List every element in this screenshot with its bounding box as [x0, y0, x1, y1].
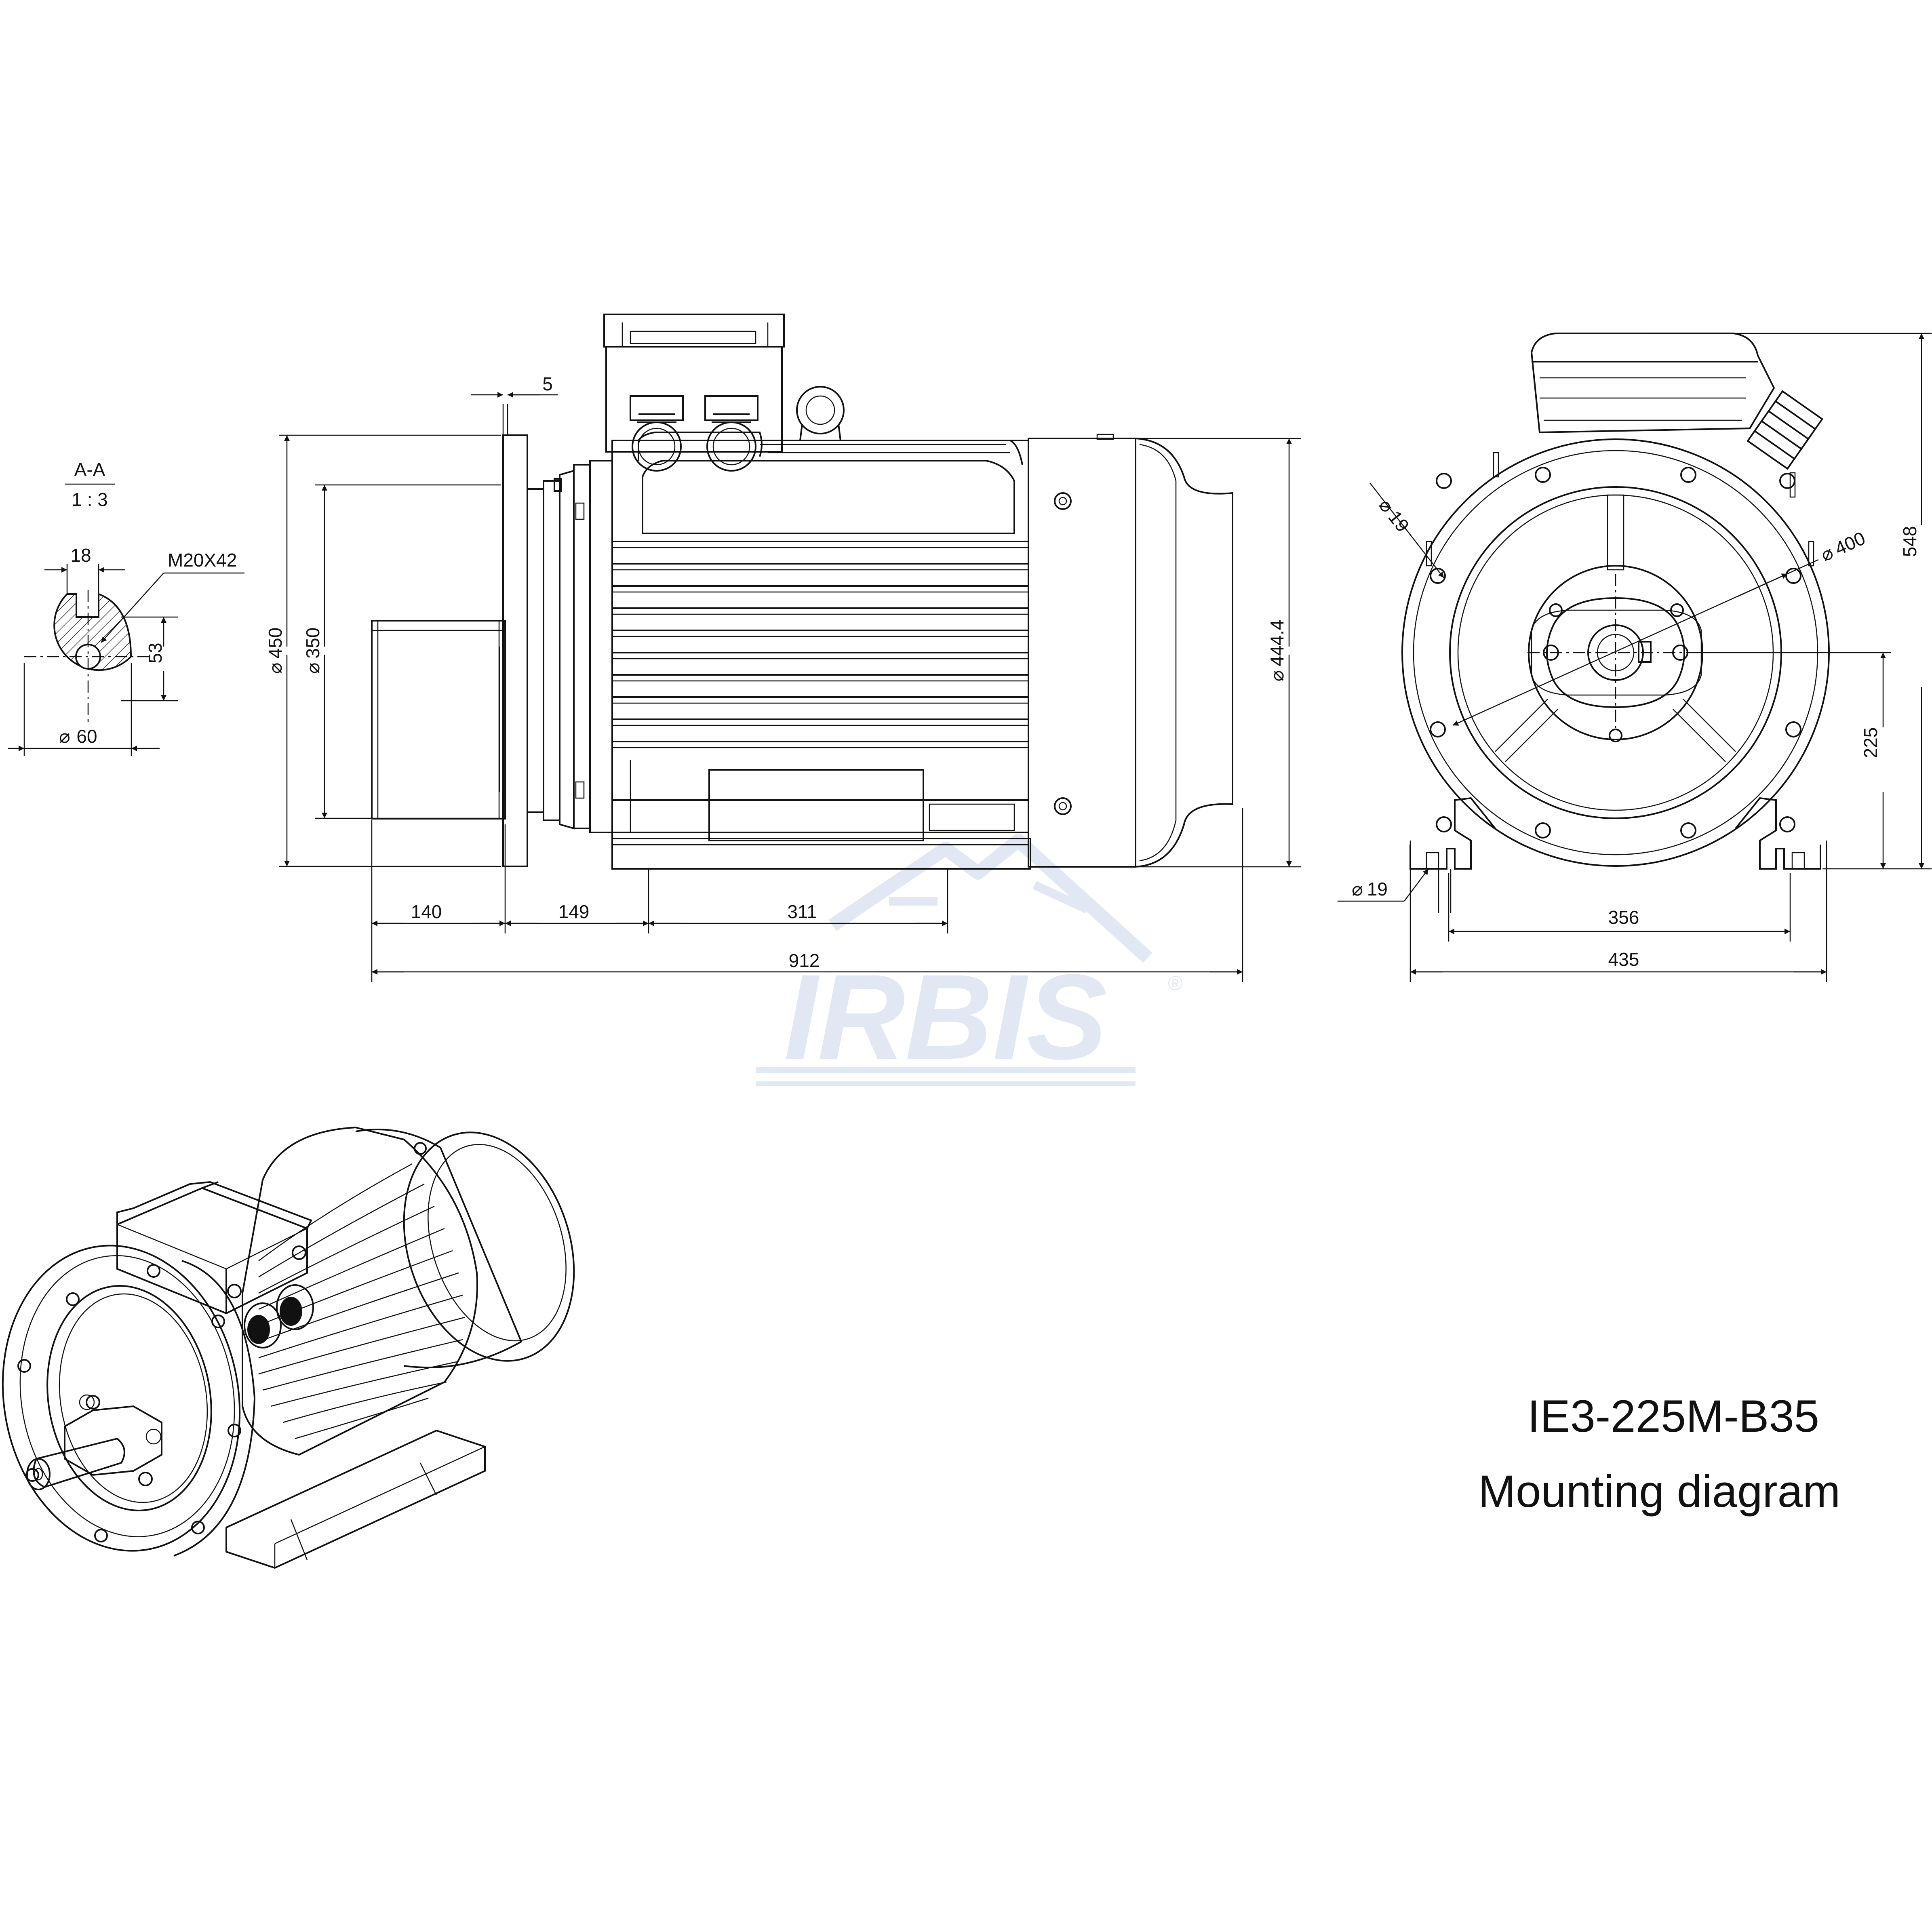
section-aa: A-A 1 : 3 18 M20X42 5 [8, 459, 244, 756]
dim-foot-hole-distance: 356 [1448, 873, 1791, 942]
iso-cooling-fins [258, 1163, 465, 1439]
end-view: ⌀19 ⌀400 548 225 [1338, 333, 1932, 982]
dim-key-width: 18 [44, 545, 125, 594]
dim-flange-to-foot-value: 149 [558, 901, 590, 922]
shaft-extension [371, 620, 506, 820]
dim-thread-value: M20X42 [168, 550, 237, 571]
dim-foot-hole-distance-value: 356 [1608, 907, 1639, 928]
iso-shaft [26, 1395, 162, 1490]
dim-overall-height-value: 548 [1899, 526, 1920, 557]
dia-symbol-400: ⌀400 [1818, 527, 1869, 565]
iso-terminal-box [116, 1181, 314, 1348]
dia-symbol-60: ⌀ [59, 726, 70, 747]
dim-shaft-diameter-value: 60 [76, 726, 97, 747]
dim-flange-hole-value: 19 [1384, 507, 1413, 536]
isometric-view [2, 1126, 575, 1569]
dim-foot-hole-spacing: 311 [649, 869, 948, 933]
dia-symbol-444: ⌀444.4 [1266, 620, 1287, 682]
lifting-eye [796, 386, 845, 441]
dim-flange-to-foot: 149 [505, 869, 649, 933]
dim-foot-width: 435 [1409, 841, 1827, 982]
dim-shaft-diameter: ⌀ 60 [8, 663, 160, 756]
dia-symbol-19a: ⌀19 [1375, 495, 1414, 536]
mounting-flange [502, 404, 560, 867]
end-shield-spokes [1495, 494, 1736, 762]
irbis-watermark: IRBIS ® [756, 834, 1183, 1086]
bearing-cover [1531, 597, 1702, 742]
dim-shaft-length-value: 140 [411, 901, 442, 922]
flange-bolt-holes [1430, 467, 1801, 839]
iso-flange [2, 1245, 256, 1557]
iso-foot [225, 1429, 486, 1569]
diagram-subtitle: Mounting diagram [1478, 1466, 1841, 1517]
dim-foot-hole-value: 19 [1367, 879, 1388, 900]
cable-gland-1 [630, 395, 684, 472]
dim-spigot-diameter-value: 350 [302, 628, 323, 659]
model-title: IE3-225M-B35 [1527, 1391, 1819, 1441]
dim-flange-thickness: 5 [471, 373, 558, 398]
watermark-registered: ® [1168, 972, 1183, 994]
cooling-fins [612, 541, 1028, 748]
terminal-box [603, 314, 845, 472]
dim-flange-hole: ⌀19 [1369, 482, 1444, 578]
dim-shaft-height: 225 [1697, 652, 1891, 869]
dim-body-diameter: ⌀444.4 [1115, 438, 1301, 868]
shaft-cross-section [24, 590, 154, 723]
dim-spigot-diameter: ⌀350 [302, 484, 501, 819]
dia-symbol-450: ⌀450 [265, 628, 286, 674]
dim-foot-hole-spacing-value: 311 [787, 901, 817, 922]
dim-flange-diameter-value: 450 [265, 628, 286, 659]
dim-key-height-value: 53 [145, 643, 166, 663]
dim-flange-thickness-value: 5 [542, 373, 553, 394]
fan-cowl [1028, 434, 1233, 868]
dim-pcd-value: 400 [1831, 527, 1868, 559]
dim-shaft-length: 140 [371, 820, 506, 982]
front-end-shield [554, 460, 613, 833]
section-scale: 1 : 3 [72, 489, 108, 510]
dia-symbol-350: ⌀350 [302, 628, 323, 674]
dim-foot-width-value: 435 [1608, 949, 1639, 970]
dim-shaft-height-value: 225 [1860, 727, 1881, 758]
cable-gland-2 [704, 395, 758, 472]
watermark-brand: IRBIS [784, 949, 1108, 1085]
dim-overall-height: 548 [1649, 333, 1932, 870]
dia-symbol-19b: ⌀19 [1352, 879, 1388, 900]
dim-key-height: 53 [121, 616, 178, 702]
dim-overall-length-value: 912 [789, 950, 820, 971]
stator-body [611, 432, 1029, 845]
iso-cable-glands [244, 1284, 314, 1348]
mounting-foot [611, 838, 1031, 870]
section-name: A-A [74, 459, 105, 480]
end-feet [1409, 797, 1821, 870]
end-cable-gland [1747, 390, 1824, 470]
dim-body-diameter-value: 444.4 [1266, 620, 1287, 666]
side-view: 5 ⌀450 ⌀350 [265, 314, 1301, 982]
dim-thread: M20X42 [101, 550, 244, 643]
dim-overall-length: 912 [372, 808, 1243, 982]
dim-foot-hole: ⌀19 [1338, 868, 1452, 913]
dim-key-width-value: 18 [70, 545, 91, 566]
dim-flange-diameter: ⌀450 [265, 434, 501, 867]
